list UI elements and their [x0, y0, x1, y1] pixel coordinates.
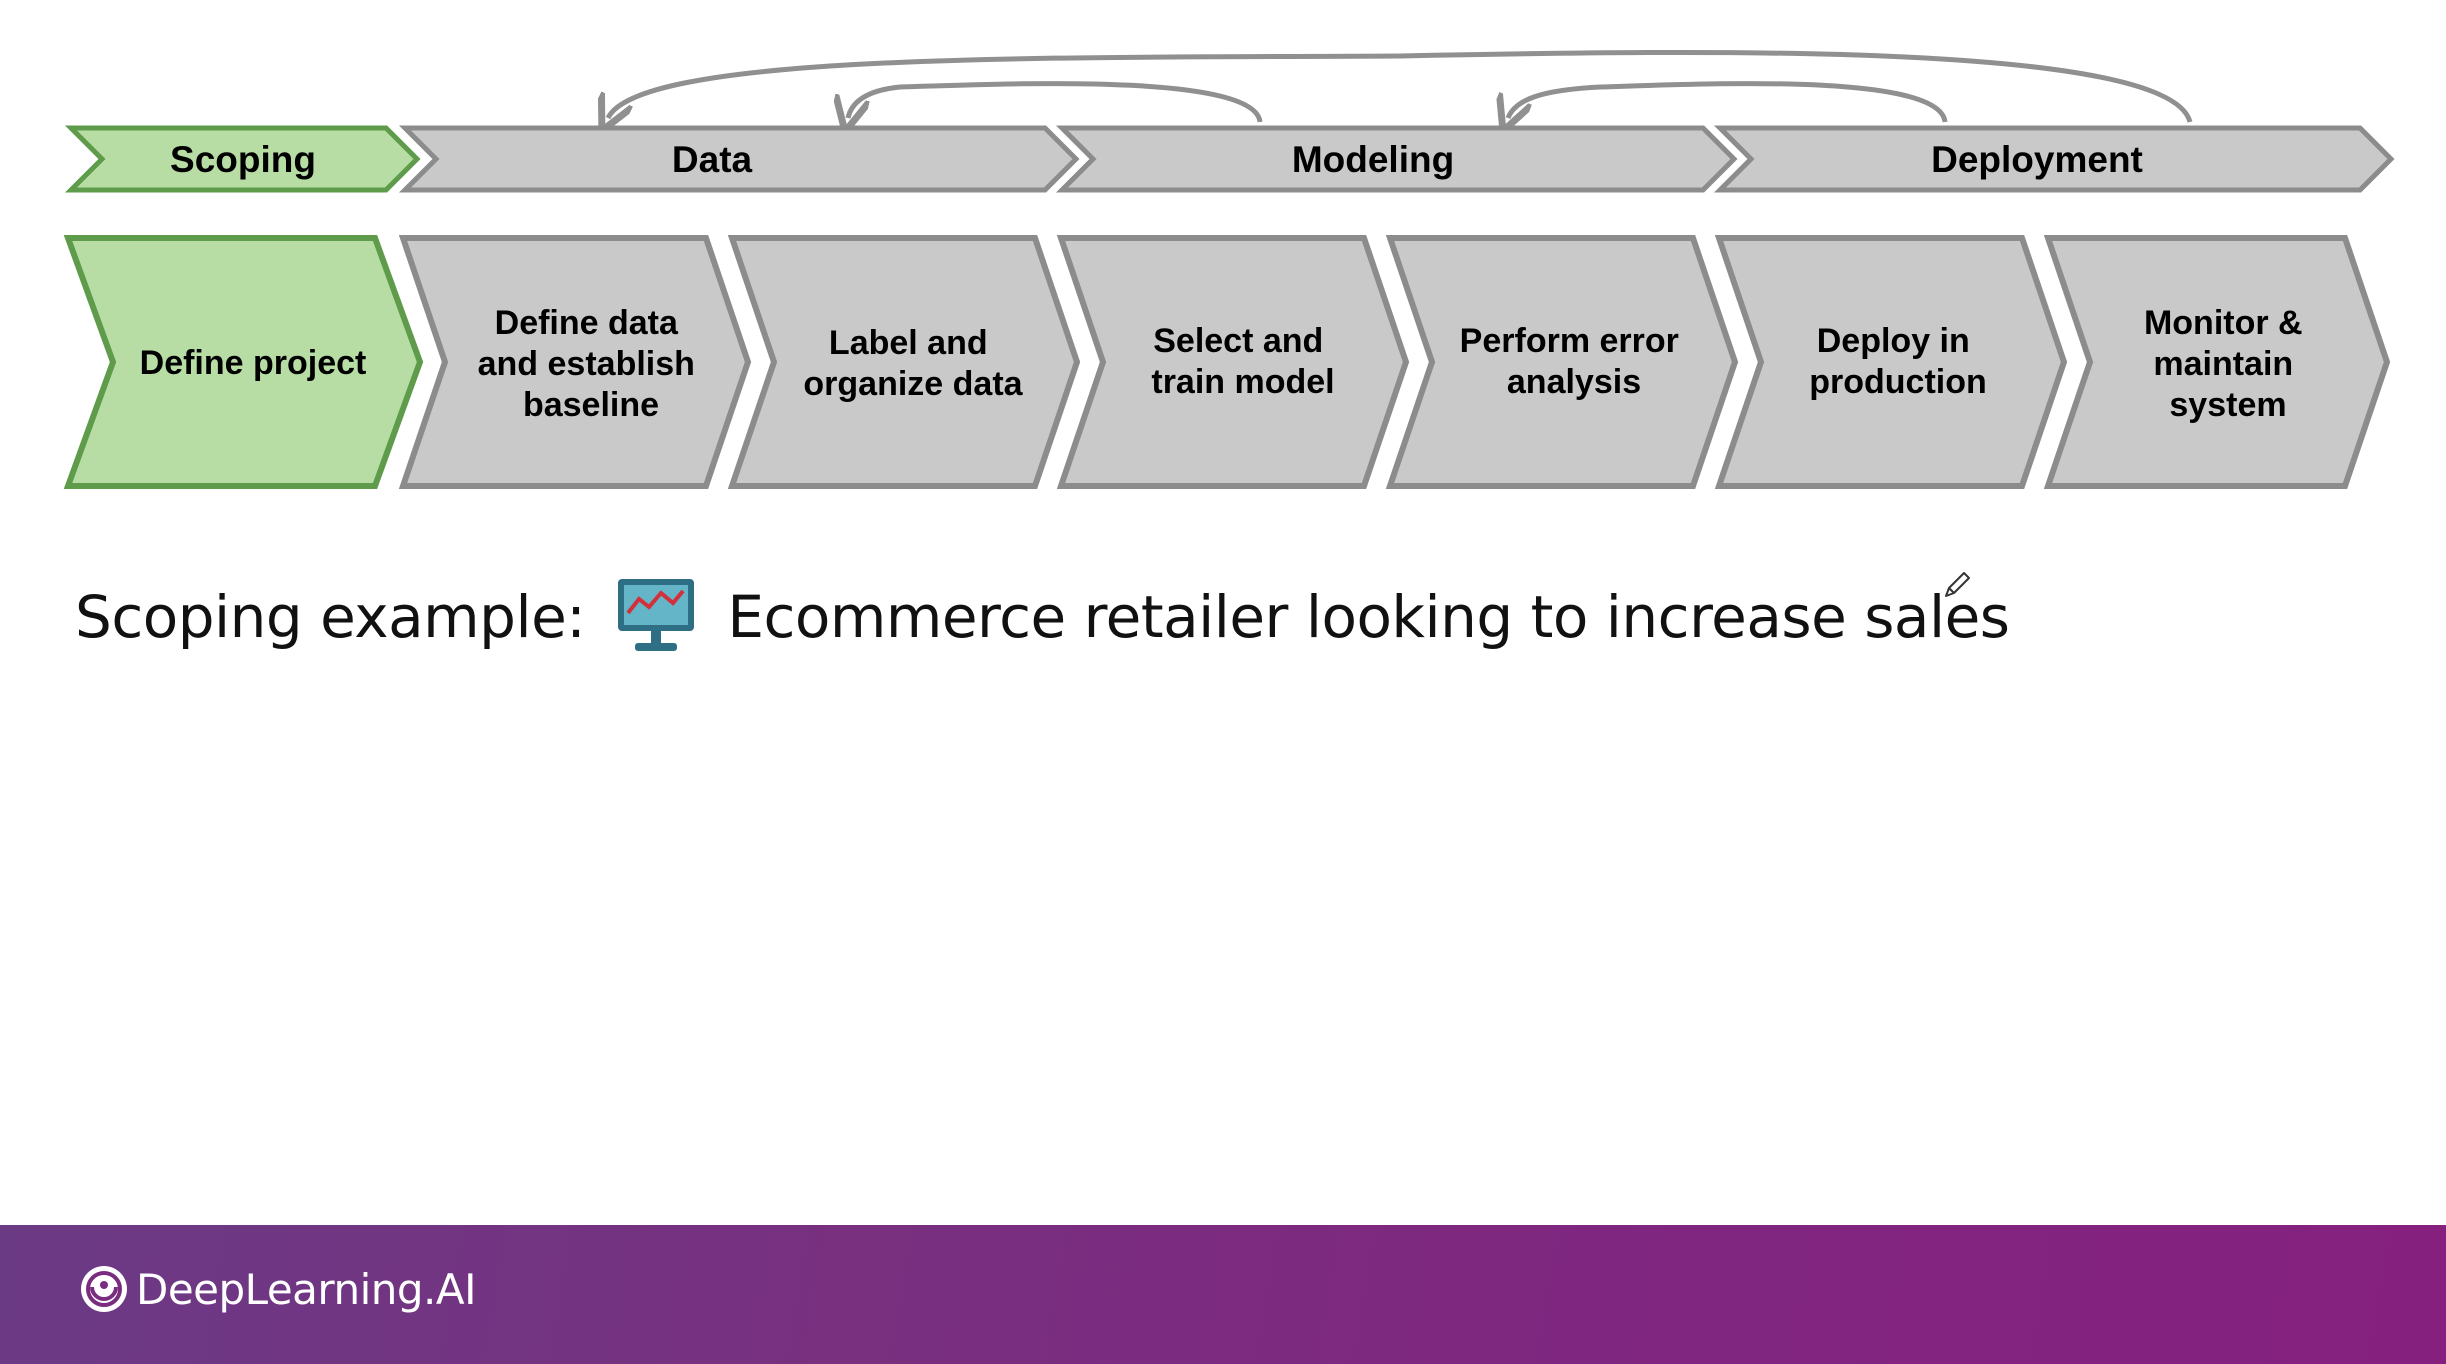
feedback-arrows — [608, 49, 2193, 122]
phase-scoping-chevron — [64, 125, 421, 193]
phase-data-chevron — [398, 125, 1080, 193]
step-define-data-label: Define data and establish baseline — [478, 304, 705, 424]
step-define-project-chevron — [63, 235, 424, 489]
step-define-data-chevron — [398, 235, 752, 489]
phase-modeling: Modeling — [1055, 125, 1738, 193]
phase-scoping: Scoping — [64, 125, 421, 193]
step-label-data-label: Label and organize data — [803, 324, 1023, 403]
step-deploy: Deploy in production — [1714, 235, 2068, 489]
step-label-data: Label and organize data — [727, 235, 1081, 489]
example-label: Scoping example: — [75, 583, 586, 651]
step-error-analysis-chevron — [1385, 235, 1739, 489]
step-define-project: Define project — [63, 235, 424, 489]
ml-lifecycle-diagram: Scoping Data Modeling Deployment Define … — [63, 49, 2395, 489]
phase-data: Data — [398, 125, 1080, 193]
step-label-data-chevron — [727, 235, 1081, 489]
step-deploy-chevron — [1714, 235, 2068, 489]
monitor-chart-icon — [618, 579, 695, 651]
brand-logo[interactable]: DeepLearning.AI — [78, 1263, 476, 1315]
arrow-deployment-to-data — [608, 49, 2193, 122]
arrow-modeling-to-data — [848, 81, 1263, 122]
step-monitor: Monitor & maintain system — [2043, 235, 2391, 489]
scoping-example: Scoping example: Ecommerce retailer look… — [75, 575, 2010, 659]
phase-deployment-chevron — [1713, 125, 2395, 193]
step-error-analysis-label: Perform error analysis — [1460, 322, 1689, 401]
phase-deployment-label: Deployment — [1931, 139, 2143, 180]
phase-data-label: Data — [672, 139, 753, 180]
phase-modeling-chevron — [1055, 125, 1738, 193]
phase-scoping-label: Scoping — [170, 139, 316, 180]
pencil-cursor-icon — [1945, 572, 1970, 597]
step-define-data: Define data and establish baseline — [398, 235, 752, 489]
example-text: Ecommerce retailer looking to increase s… — [727, 583, 2010, 651]
phase-deployment: Deployment — [1713, 125, 2395, 193]
step-train-model-label: Select and train model — [1151, 322, 1334, 401]
step-monitor-chevron — [2043, 235, 2391, 489]
step-train-model-chevron — [1056, 235, 1410, 489]
arrow-deployment-to-modeling — [1508, 81, 1948, 122]
step-monitor-label: Monitor & maintain system — [2144, 304, 2312, 424]
step-deploy-label: Deploy in production — [1809, 322, 1987, 401]
phase-modeling-label: Modeling — [1292, 139, 1454, 180]
deeplearning-logo-icon — [81, 1266, 127, 1312]
brand-name: DeepLearning.AI — [136, 1264, 476, 1314]
footer-bar: DeepLearning.AI — [0, 1225, 2446, 1364]
step-define-project-label: Define project — [140, 344, 367, 382]
step-error-analysis: Perform error analysis — [1385, 235, 1739, 489]
step-train-model: Select and train model — [1056, 235, 1410, 489]
